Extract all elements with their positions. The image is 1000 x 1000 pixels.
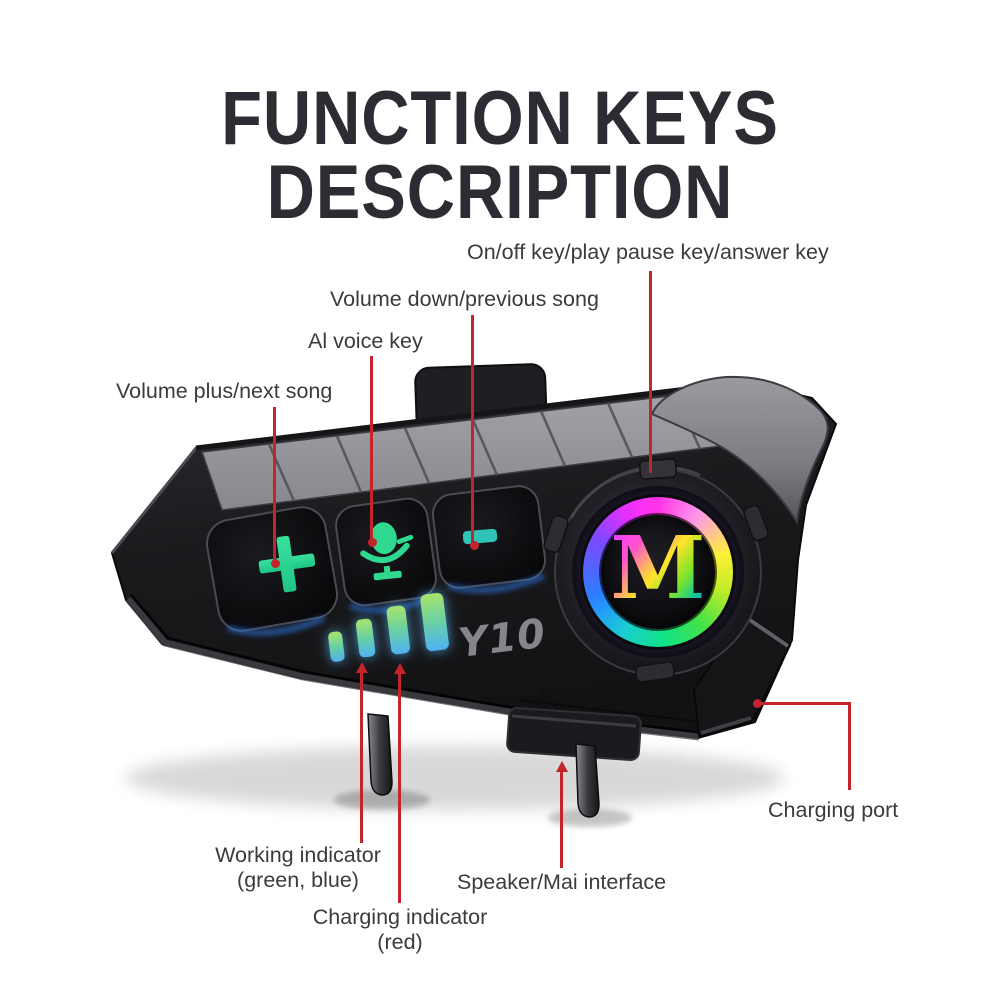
charging-port-flap — [692, 612, 792, 738]
volume-minus-button — [431, 485, 547, 593]
label-ai-voice-key: Al voice key — [308, 329, 423, 353]
volume-plus-button — [205, 506, 339, 635]
label-volume-down-key: Volume down/previous song — [330, 287, 599, 311]
label-working-indicator: Working indicator (green, blue) — [215, 843, 381, 893]
label-charging-indicator-line2: (red) — [377, 930, 423, 954]
callout-arrow-charging-indicator — [394, 663, 406, 674]
label-charging-indicator: Charging indicator (red) — [313, 905, 488, 955]
callout-arrow-working-indicator — [356, 662, 368, 673]
mount-pin — [367, 713, 393, 796]
callout-dot-volume-plus — [271, 559, 280, 568]
label-volume-plus-key: Volume plus/next song — [116, 379, 333, 403]
device-shadow — [125, 746, 785, 827]
callout-line-speaker — [560, 769, 563, 868]
page-title-line1: FUNCTION KEYS — [221, 76, 779, 161]
callout-line-on-off — [649, 271, 652, 473]
callout-line-charging-port-v — [848, 702, 851, 790]
mic-icon — [360, 522, 414, 581]
label-charging-port: Charging port — [768, 798, 899, 822]
callout-line-charging-indicator — [398, 671, 401, 903]
label-charging-indicator-line1: Charging indicator — [312, 905, 488, 929]
label-on-off-key: On/off key/play pause key/answer key — [467, 240, 829, 264]
page-title-line2: DESCRIPTION — [266, 150, 734, 235]
model-label: Y10 — [456, 611, 549, 667]
ai-voice-button — [335, 497, 437, 613]
label-speaker-interface: Speaker/Mai interface — [457, 870, 667, 894]
callout-dot-volume-down — [470, 541, 479, 550]
callout-dot-charging-port — [753, 699, 762, 708]
device-horn — [650, 375, 829, 525]
speaker-pin — [575, 743, 600, 818]
callout-line-working-indicator — [360, 670, 363, 843]
callout-line-charging-port-h — [758, 702, 851, 705]
led-indicator-bars — [328, 592, 449, 662]
callout-dot-ai-voice — [368, 538, 377, 547]
power-button-rgb-ring: M — [583, 497, 733, 647]
label-working-indicator-line1: Working indicator — [215, 843, 381, 867]
power-button-face: M — [601, 515, 715, 629]
callout-line-volume-down — [471, 315, 474, 545]
brand-logo-m: M — [610, 518, 706, 619]
callout-line-ai-voice — [370, 356, 373, 542]
plus-icon — [258, 535, 316, 593]
callout-line-volume-plus — [273, 407, 276, 563]
label-working-indicator-line2: (green, blue) — [237, 868, 359, 892]
callout-arrow-speaker — [556, 761, 568, 772]
speaker-mic-connector — [506, 706, 642, 762]
